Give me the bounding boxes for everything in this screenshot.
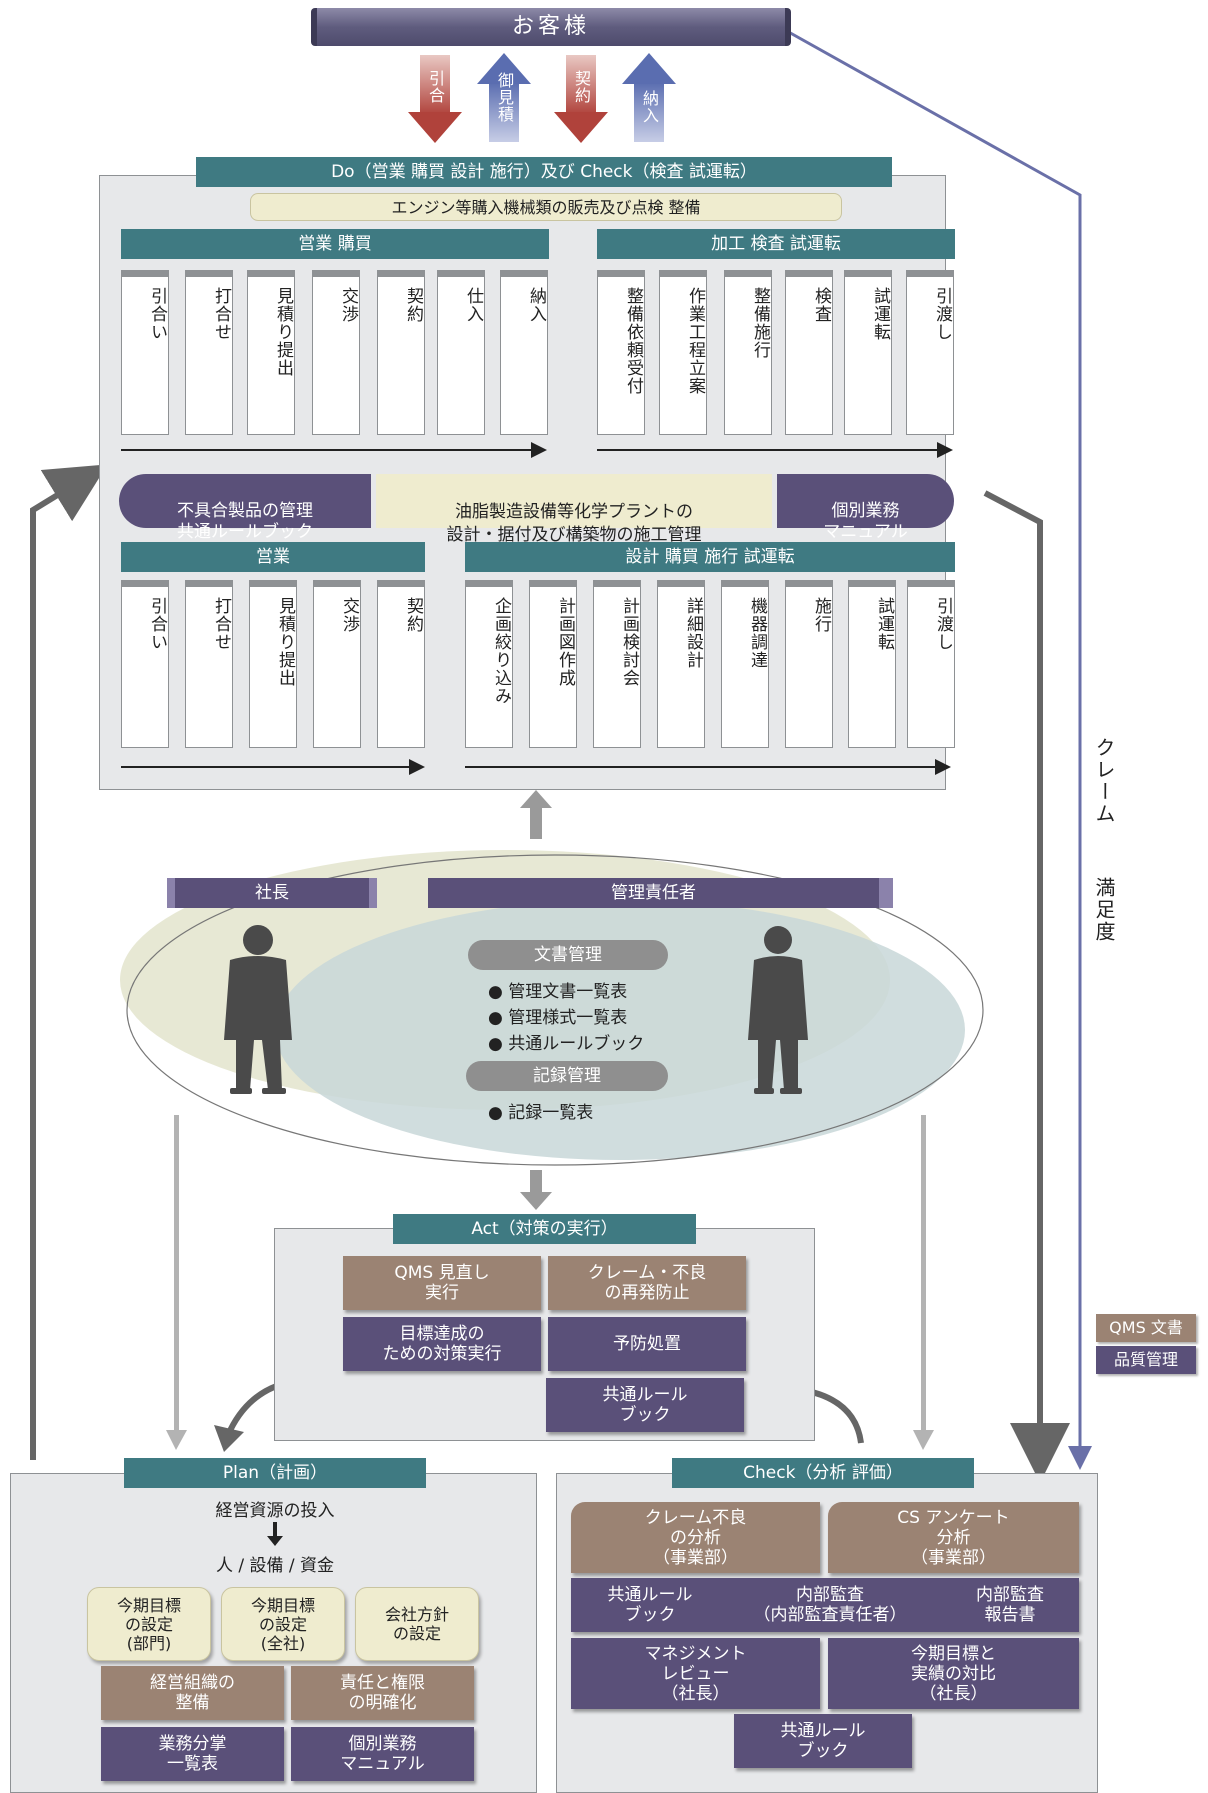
flow-label-delivery: 納入 [640, 90, 659, 124]
do-to-check-arrow [983, 490, 1070, 1483]
check-rulebook2-box: 共通ルール ブック [734, 1714, 912, 1768]
design-timeline [465, 759, 951, 775]
flow-arrow-contract [554, 55, 608, 143]
check-title: Check（分析 評価） [672, 1458, 974, 1488]
resource-input-label: 経営資源の投入 [215, 1501, 335, 1521]
manager-silhouette [748, 926, 808, 1094]
step-contract: 契約 [377, 270, 425, 435]
step-service-exec: 整備施行 [724, 270, 772, 435]
feedback-line [784, 28, 1092, 1470]
customer-bar: お客様 [311, 8, 791, 46]
authority-box: 責任と権限 の明確化 [291, 1666, 474, 1720]
claim-prevention-box: クレーム・不良 の再発防止 [548, 1256, 746, 1310]
design-step-trial-run: 試運転 [848, 580, 896, 748]
cs-survey-box: CS アンケート 分析 （事業部） [828, 1502, 1079, 1573]
doc-item-2: ● 管理様式一覧表 [488, 1008, 628, 1028]
company-target-box: 今期目標 の設定 (全社) [221, 1587, 345, 1661]
audit-row [571, 1578, 1079, 1632]
doc-item-1: ● 管理文書一覧表 [488, 982, 628, 1002]
plan-manual-box: 個別業務 マニュアル [291, 1727, 474, 1781]
design-step-planning: 企画絞り込み [465, 580, 513, 748]
sales-step-meeting: 打合せ [185, 580, 233, 748]
sales-purchase-header: 営業 購買 [121, 229, 549, 259]
claim-analysis-box: クレーム不良 の分析 （事業部） [571, 1502, 820, 1573]
president-silhouette [224, 925, 292, 1094]
step-quote: 見積り提出 [247, 270, 295, 435]
audit-report-box: 内部監査 報告書 [976, 1585, 1044, 1625]
processing-timeline [597, 442, 953, 458]
mgmt-to-check-arrow [913, 1115, 934, 1450]
step-handover: 引渡し [906, 270, 954, 435]
engine-banner: エンジン等購入機械類の販売及び点検 整備 [250, 193, 842, 221]
org-box: 経営組織の 整備 [101, 1666, 284, 1720]
do-check-title: Do（営業 購買 設計 施行）及び Check（検査 試運転） [196, 157, 892, 187]
target-compare-box: 今期目標と 実績の対比 （社長） [828, 1638, 1079, 1709]
legend-quality: 品質管理 [1096, 1346, 1196, 1374]
flow-label-contract: 契約 [572, 70, 591, 104]
target-action-box: 目標達成の ための対策実行 [343, 1317, 541, 1371]
duties-list-box: 業務分掌 一覧表 [101, 1727, 284, 1781]
doc-control-label: 文書管理 [468, 940, 668, 970]
internal-audit-box: 内部監査 （内部監査責任者） [753, 1585, 907, 1625]
flow-arrow-estimate [477, 53, 531, 142]
step-deliver: 納入 [500, 270, 548, 435]
step-work-plan: 作業工程立案 [659, 270, 707, 435]
record-item-1: ● 記録一覧表 [488, 1103, 594, 1123]
sales-step-negotiation: 交渉 [313, 580, 361, 748]
act-title: Act（対策の実行） [393, 1214, 696, 1244]
manager-label: 管理責任者 [428, 878, 893, 908]
down-arrow-to-act [520, 1170, 552, 1210]
mgmt-to-plan-arrow [166, 1115, 187, 1450]
design-step-drawing: 計画図作成 [529, 580, 577, 748]
design-step-construction: 施行 [785, 580, 833, 748]
plan-to-do-arrow [30, 464, 108, 1460]
act-rulebook-box: 共通ルール ブック [546, 1378, 744, 1432]
flow-arrow-delivery [622, 53, 676, 142]
individual-manual-pill: 個別業務 マニュアル [777, 474, 954, 542]
preventive-action-box: 予防処置 [548, 1317, 746, 1371]
sales-header: 営業 [121, 542, 425, 572]
doc-item-3: ● 共通ルールブック [488, 1034, 645, 1054]
claim-satisfaction-label: クレーム 満足度 [1092, 737, 1116, 943]
qms-review-box: QMS 見直し 実行 [343, 1256, 541, 1310]
mgmt-review-box: マネジメント レビュー （社長） [571, 1638, 820, 1709]
record-control-label: 記録管理 [466, 1061, 668, 1091]
design-step-handover: 引渡し [907, 580, 955, 748]
flow-arrow-inquiry [408, 55, 462, 143]
flow-label-estimate: 御見積 [495, 72, 514, 123]
plan-title: Plan（計画） [124, 1458, 426, 1488]
check-rulebook-box: 共通ルール ブック [607, 1585, 693, 1625]
chemical-plant-banner: 油脂製造設備等化学プラントの 設計・据付及び構築物の施工管理 [376, 474, 772, 545]
sales-timeline [121, 759, 425, 775]
resource-down-arrow [267, 1522, 283, 1546]
company-policy-box: 会社方針 の設定 [355, 1587, 479, 1661]
step-meeting: 打合せ [185, 270, 233, 435]
resource-items-label: 人 / 設備 / 資金 [215, 1556, 335, 1576]
sales-step-inquiry: 引合い [121, 580, 169, 748]
step-inquiry: 引合い [121, 270, 169, 435]
customer-label: お客様 [511, 14, 590, 39]
processing-header: 加工 検査 試運転 [597, 229, 955, 259]
step-procure: 仕入 [437, 270, 485, 435]
step-trial-run: 試運転 [844, 270, 892, 435]
defect-rulebook-pill: 不具合製品の管理 共通ルールブック [119, 474, 371, 542]
president-label: 社長 [167, 878, 377, 908]
design-step-equipment: 機器調達 [721, 580, 769, 748]
mgmt-ellipse-outline [126, 854, 984, 1166]
design-step-detail: 詳細設計 [657, 580, 705, 748]
dept-target-box: 今期目標 の設定 (部門) [87, 1587, 211, 1661]
step-inspection: 検査 [785, 270, 833, 435]
design-step-review: 計画検討会 [593, 580, 641, 748]
legend-qms: QMS 文書 [1096, 1314, 1196, 1342]
step-negotiation: 交渉 [312, 270, 360, 435]
step-service-request: 整備依頼受付 [597, 270, 645, 435]
flow-label-inquiry: 引合 [426, 70, 445, 104]
up-arrow-to-do [520, 790, 552, 839]
sales-purchase-timeline [121, 442, 547, 458]
design-header: 設計 購買 施行 試運転 [465, 542, 955, 572]
sales-step-quote: 見積り提出 [249, 580, 297, 748]
sales-step-contract: 契約 [377, 580, 425, 748]
